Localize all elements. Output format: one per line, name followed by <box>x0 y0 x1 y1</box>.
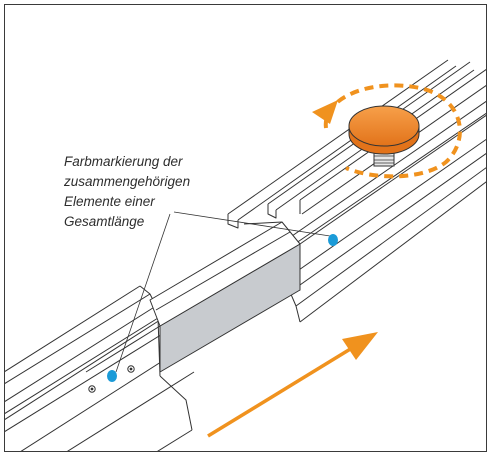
screw-holes <box>88 365 135 393</box>
callout-line-3: Elemente einer <box>64 194 155 209</box>
rotate-dashed-arrow-icon <box>312 83 462 179</box>
screw-hole <box>127 365 135 373</box>
slide-direction-arrow-icon <box>207 332 378 438</box>
color-marking-callout: Farbmarkierung der zusammengehörigen Ele… <box>64 152 234 232</box>
callout-line-1: Farbmarkierung der <box>64 154 183 169</box>
callout-line-2: zusammengehörigen <box>64 174 191 189</box>
upper-rail-segment <box>227 59 486 323</box>
lower-rail-segment <box>5 285 195 451</box>
screw-hole <box>88 385 96 393</box>
connector-insert <box>149 221 301 373</box>
leader-line-upper <box>173 211 331 237</box>
color-marker-dot-lower <box>107 370 117 382</box>
leader-line-lower <box>115 213 171 373</box>
color-markers <box>107 234 338 382</box>
callout-line-4: Gesamtlänge <box>64 214 145 229</box>
thumb-screw-knob <box>348 105 420 167</box>
color-marker-dot-upper <box>328 234 338 246</box>
callout-leaders <box>115 211 331 373</box>
